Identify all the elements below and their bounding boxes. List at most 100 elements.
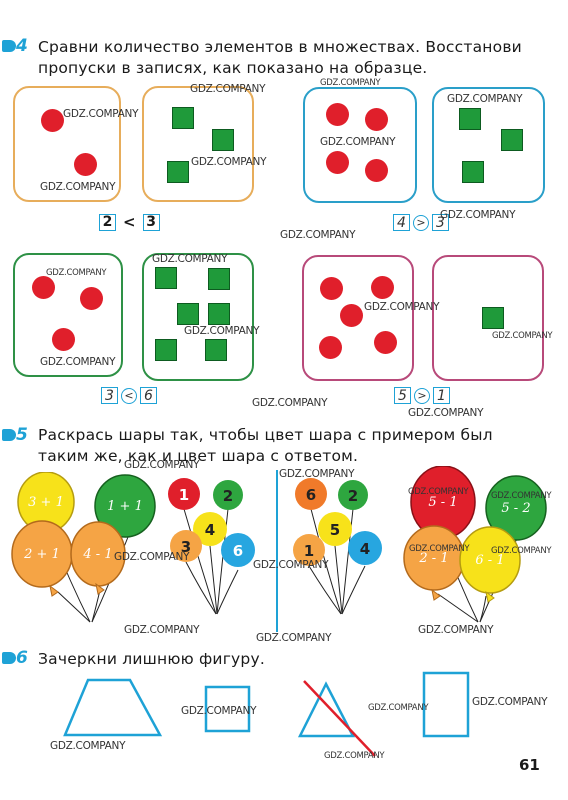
comparison-1: 2 < 3 (99, 213, 160, 231)
task-6-number: 6 (16, 648, 28, 668)
task-4-text-line1: Сравни количество элементов в множествах… (38, 38, 522, 56)
watermark: GDZ.COMPANY (40, 181, 116, 193)
green-square (208, 268, 230, 290)
green-square (205, 339, 227, 361)
balloons-left-examples: 3 + 1 1 + 1 2 + 1 4 - 1 (11, 472, 156, 623)
set-box-1a (13, 86, 121, 202)
balloon-yellow (318, 512, 352, 546)
balloon-orange (293, 534, 325, 566)
set-box-2b (432, 87, 545, 203)
green-square (155, 339, 177, 361)
watermark: GDZ.COMPANY (320, 136, 396, 148)
rectangle-shape (422, 671, 470, 738)
balloon-label: 2 (348, 487, 358, 505)
watermark: GDZ.COMPANY (320, 78, 381, 88)
watermark: GDZ.COMPANY (492, 331, 553, 341)
watermark: GDZ.COMPANY (50, 740, 126, 752)
red-dot (319, 336, 342, 359)
watermark: GDZ.COMPANY (191, 156, 267, 168)
balloon-label: 5 - 2 (501, 501, 530, 516)
cmp-right: 6 (140, 387, 157, 404)
watermark: GDZ.COMPANY (252, 397, 328, 409)
watermark: GDZ.COMPANY (440, 209, 516, 221)
watermark: GDZ.COMPANY (364, 301, 440, 313)
red-dot (74, 153, 97, 176)
green-square (462, 161, 484, 183)
watermark: GDZ.COMPANY (418, 624, 494, 636)
watermark: GDZ.COMPANY (190, 83, 266, 95)
balloon-label: 6 - 1 (475, 553, 504, 568)
balloon-label: 2 - 1 (418, 551, 448, 566)
green-square (501, 129, 523, 151)
cmp-left: 2 (99, 213, 116, 231)
balloon-label: 4 (205, 521, 215, 539)
cmp-op-circle: > (413, 214, 429, 231)
set-box-1b (142, 86, 254, 202)
watermark: GDZ.COMPANY (63, 108, 139, 120)
green-square (172, 107, 194, 129)
watermark: GDZ.COMPANY (40, 356, 116, 368)
set-box-4a (302, 255, 414, 381)
red-dot (52, 328, 75, 351)
balloons-right-answers: 6 2 5 1 4 (293, 478, 382, 615)
balloon-label: 2 + 1 (23, 547, 60, 562)
watermark: GDZ.COMPANY (472, 696, 548, 708)
watermark: GDZ.COMPANY (408, 487, 469, 497)
green-square (177, 303, 199, 325)
shapes-row (63, 671, 470, 757)
set-box-2a (303, 87, 417, 203)
balloon-red (168, 478, 200, 510)
cmp-left: 3 (101, 387, 118, 404)
trapezoid-shape (63, 678, 163, 737)
red-dot (371, 276, 394, 299)
watermark: GDZ.COMPANY (124, 459, 200, 471)
balloon-blue (348, 531, 382, 565)
watermark: GDZ.COMPANY (491, 491, 552, 501)
watermark: GDZ.COMPANY (181, 705, 257, 717)
balloon-label: 4 - 1 (82, 547, 112, 562)
red-dot (374, 331, 397, 354)
set-box-3a (13, 253, 123, 377)
green-square (208, 303, 230, 325)
balloon-divider (276, 470, 278, 632)
watermark: GDZ.COMPANY (368, 703, 429, 713)
balloons-left-answers: 1 2 4 3 6 (168, 478, 255, 615)
balloon-yellow (459, 526, 521, 594)
red-dot (41, 109, 64, 132)
balloon-orange (170, 530, 202, 562)
watermark: GDZ.COMPANY (324, 751, 385, 761)
page-number: 61 (519, 756, 540, 774)
task-5-text-line2: таким же, как и цвет шара с ответом. (38, 447, 359, 465)
watermark: GDZ.COMPANY (124, 624, 200, 636)
balloon-label: 5 (330, 521, 340, 539)
cmp-right: 3 (432, 214, 449, 231)
watermark: GDZ.COMPANY (280, 229, 356, 241)
set-box-4b (432, 255, 544, 381)
watermark: GDZ.COMPANY (409, 544, 470, 554)
watermark: GDZ.COMPANY (279, 468, 355, 480)
balloon-label: 1 + 1 (107, 499, 143, 514)
task-5-text-line1: Раскрась шары так, чтобы цвет шара с при… (38, 426, 493, 444)
red-dot (326, 103, 349, 126)
balloon-green (338, 480, 368, 510)
task-5-number: 5 (16, 425, 28, 445)
balloon-label: 5 - 1 (428, 495, 457, 510)
watermark: GDZ.COMPANY (253, 559, 329, 571)
balloon-green (94, 474, 156, 538)
red-dot (365, 159, 388, 182)
watermark: GDZ.COMPANY (447, 93, 523, 105)
cmp-left: 4 (393, 214, 410, 231)
balloon-label: 3 + 1 (28, 495, 64, 510)
balloon-label: 3 (181, 538, 191, 556)
strike-line (303, 680, 376, 757)
green-square (155, 267, 177, 289)
red-dot (365, 108, 388, 131)
balloon-label: 6 (233, 542, 243, 560)
red-dot (32, 276, 55, 299)
watermark: GDZ.COMPANY (152, 253, 228, 265)
red-dot (326, 151, 349, 174)
balloon-orange (295, 478, 327, 510)
comparison-4: 5 > 1 (394, 387, 450, 404)
green-square (459, 108, 481, 130)
balloon-yellow (193, 512, 227, 546)
